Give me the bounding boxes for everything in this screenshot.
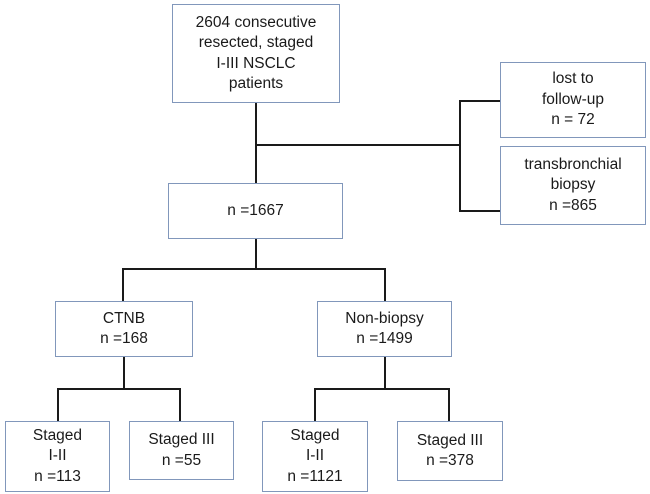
source-cohort-line-2: resected, staged <box>198 34 314 52</box>
connector-to-included <box>255 144 257 184</box>
connector-exclusion-horizontal <box>255 144 461 146</box>
ctnb-group-box: CTNB n =168 <box>55 301 193 357</box>
ctnb-staged-iii-box: Staged III n =55 <box>129 421 234 480</box>
connector-ctnb-stage-bar <box>57 388 181 390</box>
non-biopsy-staged-iii-box: Staged III n =378 <box>397 421 503 481</box>
non-biopsy-group-count: n =1499 <box>356 330 413 347</box>
transbronchial-biopsy-box: transbronchial biopsy n =865 <box>500 146 646 225</box>
connector-non-biopsy-stage-bar <box>314 388 450 390</box>
included-cohort-box: n =1667 <box>168 183 343 239</box>
connector-cohort-down <box>255 102 257 148</box>
connector-exclusion-spine <box>459 100 461 212</box>
connector-non-biopsy-down <box>384 356 386 390</box>
connector-ctnb-to-stage-i-ii <box>57 388 59 422</box>
connector-to-lost-followup <box>459 100 501 102</box>
source-cohort-line-1: 2604 consecutive <box>195 13 317 31</box>
ctnb-staged-iii-label: Staged III <box>148 431 215 449</box>
connector-to-transbronchial <box>459 210 501 212</box>
connector-non-biopsy-to-stage-iii <box>448 388 450 422</box>
ctnb-staged-i-ii-count: n =113 <box>34 467 81 485</box>
ctnb-staged-i-ii-box: Staged I-II n =113 <box>5 421 110 492</box>
included-cohort-count: n =1667 <box>227 201 284 219</box>
connector-ctnb-down <box>123 356 125 390</box>
transbronchial-biopsy-count: n =865 <box>549 196 597 214</box>
connector-included-down <box>255 238 257 270</box>
non-biopsy-staged-iii-label: Staged III <box>416 431 484 449</box>
non-biopsy-staged-i-ii-line-1: Staged <box>290 426 340 444</box>
lost-to-followup-box: lost to follow-up n = 72 <box>500 62 646 138</box>
connector-split-to-ctnb <box>122 268 124 302</box>
ctnb-staged-i-ii-line-1: Staged <box>32 426 83 444</box>
non-biopsy-group-label: Non-biopsy <box>345 309 424 327</box>
connector-group-split-bar <box>122 268 386 270</box>
ctnb-staged-iii-count: n =55 <box>161 451 202 469</box>
transbronchial-biopsy-line-2: biopsy <box>550 176 596 194</box>
ctnb-staged-i-ii-line-2: I-II <box>48 447 67 465</box>
non-biopsy-staged-i-ii-box: Staged I-II n =1121 <box>262 421 368 492</box>
source-cohort-line-3: I-III NSCLC <box>216 54 296 72</box>
lost-to-followup-count: n = 72 <box>551 111 595 129</box>
transbronchial-biopsy-line-1: transbronchial <box>524 155 622 173</box>
non-biopsy-staged-i-ii-line-2: I-II <box>305 447 325 465</box>
source-cohort-line-4: patients <box>228 74 284 92</box>
connector-non-biopsy-to-stage-i-ii <box>314 388 316 422</box>
lost-to-followup-line-2: follow-up <box>541 90 605 108</box>
non-biopsy-staged-i-ii-count: n =1121 <box>287 467 343 485</box>
connector-ctnb-to-stage-iii <box>179 388 181 422</box>
connector-split-to-non-biopsy <box>384 268 386 302</box>
ctnb-group-count: n =168 <box>100 330 148 347</box>
non-biopsy-group-box: Non-biopsy n =1499 <box>317 301 452 357</box>
source-cohort-box: 2604 consecutive resected, staged I-III … <box>172 4 340 103</box>
lost-to-followup-line-1: lost to <box>552 70 594 88</box>
non-biopsy-staged-iii-count: n =378 <box>426 452 474 469</box>
ctnb-group-label: CTNB <box>102 309 146 327</box>
